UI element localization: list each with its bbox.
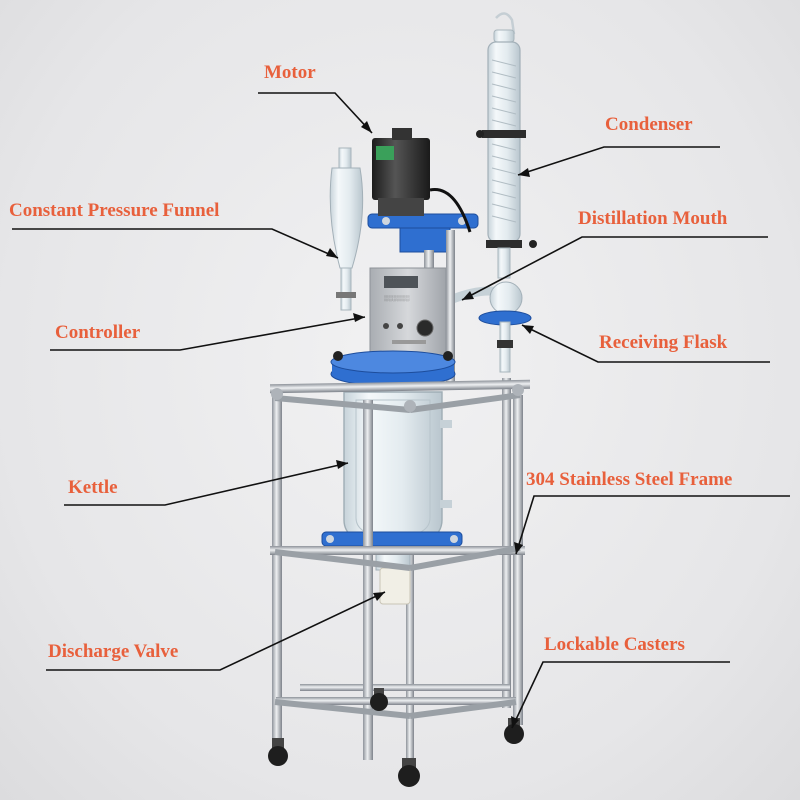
condenser-column	[476, 12, 537, 279]
label-kettle: Kettle	[68, 477, 118, 498]
receiving-flask	[448, 281, 532, 373]
leader-motor	[258, 92, 373, 134]
label-frame: 304 Stainless Steel Frame	[526, 469, 733, 490]
leader-receiving	[521, 324, 770, 363]
kettle-top-flange	[330, 350, 456, 387]
label-motor: Motor	[264, 62, 316, 83]
label-controller: Controller	[55, 322, 141, 343]
pressure-funnel	[329, 147, 364, 311]
leader-distillation	[461, 236, 768, 301]
kettle-vessel	[343, 391, 452, 549]
controller-box: ░░░░░░	[369, 267, 447, 357]
leader-lines	[12, 92, 790, 729]
label-lockable-casters: Lockable Casters	[544, 634, 685, 655]
leader-funnel	[12, 228, 339, 259]
label-condenser: Condenser	[605, 114, 693, 135]
svg-text:░░░░░░: ░░░░░░	[384, 295, 410, 302]
top-flange	[367, 213, 479, 270]
leader-valve	[46, 591, 386, 671]
label-constant-pressure-funnel: Constant Pressure Funnel	[9, 200, 220, 221]
frame-front	[270, 379, 530, 760]
label-distillation-mouth: Distillation Mouth	[578, 208, 728, 229]
leader-frame	[514, 495, 790, 555]
leader-kettle	[64, 460, 349, 506]
leader-casters	[511, 661, 730, 729]
kettle-bottom-flange	[321, 531, 463, 547]
label-discharge-valve: Discharge Valve	[48, 641, 179, 662]
motor-unit	[372, 128, 472, 233]
label-receiving-flask: Receiving Flask	[599, 332, 728, 353]
leader-controller	[50, 313, 366, 351]
leader-condenser	[517, 146, 720, 177]
support-rod	[446, 230, 455, 390]
